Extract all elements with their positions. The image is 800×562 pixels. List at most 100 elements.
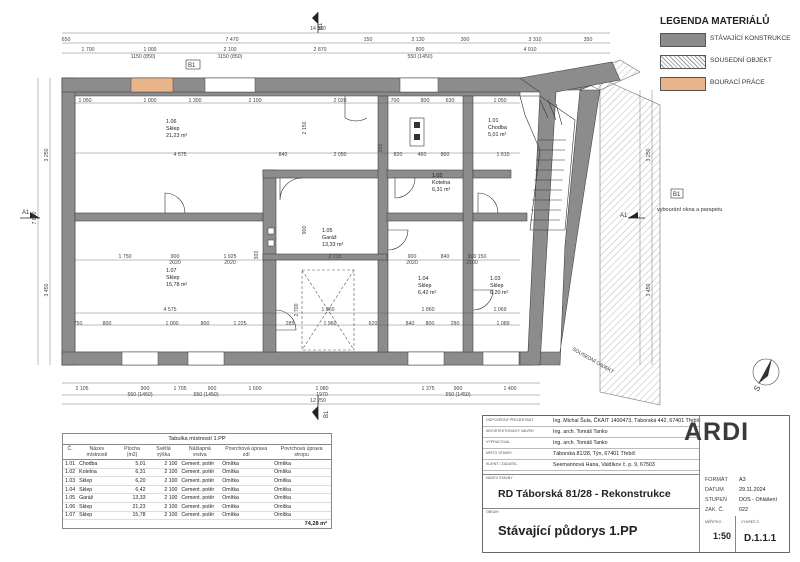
room-number: 1.02	[432, 173, 443, 179]
dimension-text: 285	[286, 321, 295, 327]
dimension-text: 3 250	[44, 148, 50, 161]
dimension-text: 900	[408, 254, 417, 260]
dimension-text: 800	[426, 321, 435, 327]
room-area: 5,01 m²	[488, 132, 506, 138]
dimension-text: 2 700	[294, 303, 300, 316]
title-block-value: Ing. arch. Tomáš Tanko	[553, 429, 608, 435]
dimension-text: 1 300	[189, 98, 202, 104]
room-number: 1.07	[166, 268, 177, 274]
table-cell: Chodba	[77, 459, 117, 469]
dimension-text: 1 860	[422, 307, 435, 313]
table-cell: Cement. potěr	[179, 459, 221, 469]
dimension-text: 650	[62, 37, 71, 43]
windows	[121, 77, 520, 366]
dimension-text: 350	[584, 37, 593, 43]
legend-item: BOURACÍ PRÁCE	[660, 77, 792, 93]
table-cell: 2 100	[147, 493, 180, 503]
dimension-text: 1 610	[497, 152, 510, 158]
section-a-marker-right	[628, 212, 645, 219]
dimension-text: 2 715	[329, 254, 342, 260]
dimension-text: 1 700	[82, 47, 95, 53]
dimension-text: 1 225	[234, 321, 247, 327]
dimension-text: 4 575	[174, 152, 187, 158]
divider	[483, 474, 699, 475]
room-name: Kotelna	[432, 180, 450, 186]
table-cell: Omítka	[272, 511, 331, 521]
dimension-text: 3 450	[646, 283, 652, 296]
staircase	[519, 95, 576, 231]
table-cell: 13,33	[116, 493, 148, 503]
dimension-text: 7 470	[226, 37, 239, 43]
drawing-title: Stávající půdorys 1.PP	[498, 523, 638, 538]
dimension-text: 800	[416, 47, 425, 53]
table-cell: Garáž	[77, 493, 117, 503]
dimension-text: 4 575	[164, 307, 177, 313]
dimension-text: 3 310	[529, 37, 542, 43]
project-key: NÁZEV STAVBY	[486, 476, 513, 480]
dimension-text: 1 860	[322, 307, 335, 313]
meta-value: DOS - Ohlášení	[739, 497, 778, 503]
title-block-key: MÍSTO STAVBY	[486, 451, 512, 455]
dimension-text: 900	[141, 386, 150, 392]
table-cell: Cement. potěr	[179, 468, 221, 478]
dimension-text: 900	[208, 386, 217, 392]
table-cell: 2 100	[147, 502, 180, 512]
dimension-text: 1 069	[494, 307, 507, 313]
legend-item: STÁVAJÍCÍ KONSTRUKCE	[660, 33, 792, 49]
room-number: 1.05	[322, 228, 333, 234]
dimension-text: 150	[364, 37, 373, 43]
divider	[483, 508, 699, 509]
demolition-tag-right: B1	[673, 192, 681, 198]
dimension-text: 700	[391, 98, 400, 104]
chimney-2	[267, 239, 275, 247]
room-area: 21,23 m²	[166, 133, 187, 139]
dimension-text: 150	[378, 144, 384, 153]
dimension-text: 1 089	[497, 321, 510, 327]
table-cell: Sklep	[77, 476, 117, 486]
legend-label: STÁVAJÍCÍ KONSTRUKCE	[710, 35, 791, 42]
dimension-text: 1 980	[316, 386, 329, 392]
dimension-text: 1 000	[144, 98, 157, 104]
table-cell: Cement. potěr	[179, 511, 221, 521]
legend-swatch	[660, 33, 706, 47]
table-cell: Omítka	[220, 485, 273, 495]
dimension-text: 1150 (850)	[218, 54, 243, 60]
section-b-marker-top	[312, 12, 319, 33]
legend-swatch	[660, 55, 706, 69]
dimension-text: 2 020	[334, 98, 347, 104]
demolition-tag-box	[185, 59, 201, 70]
table-cell: 21,23	[116, 502, 148, 512]
dimension-text: 900	[454, 386, 463, 392]
table-cell: Omítka	[220, 459, 273, 469]
table-cell: Omítka	[272, 476, 331, 486]
legend-label: SOUSEDNÍ OBJEKT	[710, 57, 772, 64]
room-area: 6,42 m²	[418, 290, 436, 296]
dimension-text: 150	[478, 254, 487, 260]
title-block-value: Táborská 81/28, Týn, 67401 Třebíč	[553, 451, 636, 457]
table-cell: Omítka	[272, 502, 331, 512]
dimension-text: 2 130	[412, 37, 425, 43]
demolition-tag-right-box	[670, 188, 684, 199]
table-cell: Omítka	[272, 468, 331, 478]
table-cell: Cement. potěr	[179, 476, 221, 486]
title-block-key: KLIENT / ŽADATEL	[486, 462, 518, 466]
dimension-text: 2100	[466, 260, 478, 266]
table-cell: Omítka	[220, 468, 273, 478]
meta-value: A3	[739, 477, 746, 483]
table-cell: Cement. potěr	[179, 485, 221, 495]
dimension-text: 3 450	[44, 283, 50, 296]
table-cell: Kotelna	[77, 468, 117, 478]
dimension-text: 1 705	[174, 386, 187, 392]
section-b-bottom-label: B1	[324, 410, 330, 418]
room-table-header-cell: Povrchová úprava stropu	[272, 445, 331, 460]
meta-value: 29.11.2024	[739, 487, 766, 493]
legend-title: LEGENDA MATERIÁLŮ	[660, 16, 770, 27]
dimension-text: 840	[406, 321, 415, 327]
section-a-right-label: A1	[620, 213, 628, 219]
room-table-header-cell: Č.	[63, 445, 78, 460]
